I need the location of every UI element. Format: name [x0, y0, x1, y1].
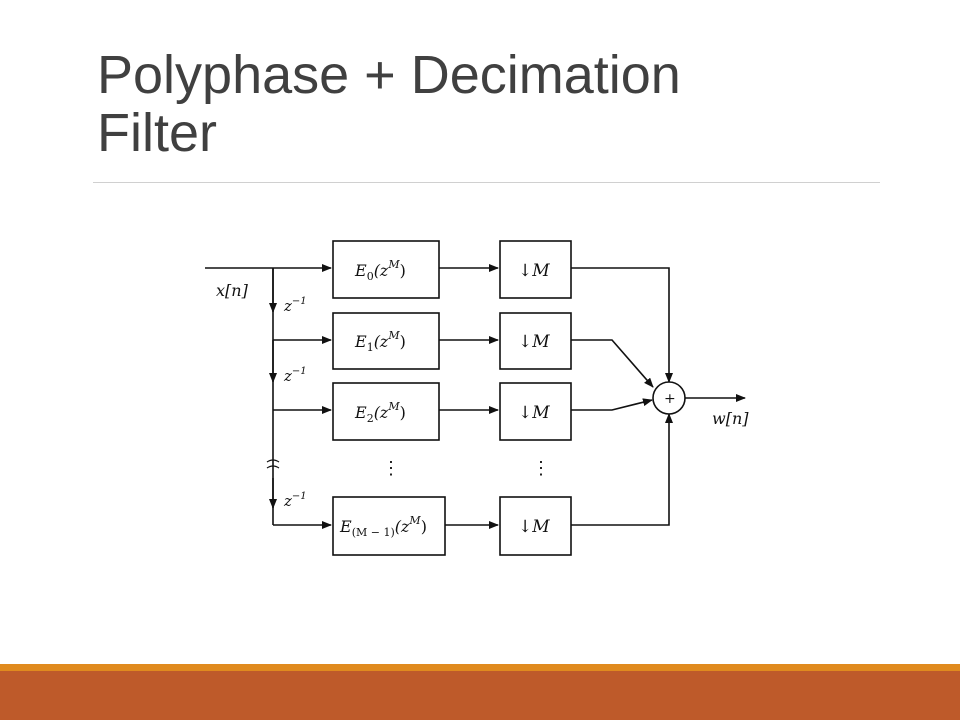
- vdots-filters: ⋮: [382, 458, 400, 479]
- filter-box-1: [332, 312, 440, 370]
- filter-box-2: [332, 382, 440, 441]
- delay-label-1: z−1: [283, 296, 307, 315]
- downsampler-box-0: [499, 240, 572, 299]
- slide-title-line2: Filter: [97, 103, 217, 163]
- downsampler-box-3: [499, 496, 572, 556]
- downsampler-box-1: [499, 312, 572, 370]
- downsampler-label-2: ↓M: [518, 403, 550, 423]
- downsampler-label-3: ↓M: [518, 517, 550, 537]
- filter-label-3: E(M − 1)(zM): [339, 514, 427, 539]
- vdots-downsamplers: ⋮: [532, 458, 550, 479]
- chain-break-mark: [266, 459, 280, 469]
- ds-to-sum-2: [571, 398, 653, 411]
- filter-box-0: [332, 240, 440, 299]
- downsampler-label-1: ↓M: [518, 332, 550, 352]
- ds-to-sum-0: [571, 267, 673, 383]
- input-label: x[n]: [216, 281, 249, 300]
- filter-box-3: [332, 496, 446, 556]
- filter-label-2: E2(zM): [354, 400, 406, 425]
- footer-accent-thin: [0, 664, 960, 671]
- ds-to-sum-1: [571, 339, 654, 388]
- filter-label-1: E1(zM): [354, 329, 406, 354]
- summing-symbol: +: [664, 391, 676, 407]
- delay-label-3: z−1: [283, 491, 307, 510]
- delay-label-2: z−1: [283, 366, 307, 385]
- downsampler-box-2: [499, 382, 572, 441]
- footer-accent-band: [0, 671, 960, 720]
- title-divider: [93, 182, 880, 183]
- filter-label-0: E0(zM): [354, 258, 406, 283]
- slide-title: Polyphase + Decimation Filter: [97, 46, 897, 162]
- slide-title-line1: Polyphase + Decimation: [97, 45, 681, 105]
- downsampler-label-0: ↓M: [518, 261, 550, 281]
- ds-to-sum-3: [571, 413, 673, 526]
- output-label: w[n]: [712, 409, 749, 428]
